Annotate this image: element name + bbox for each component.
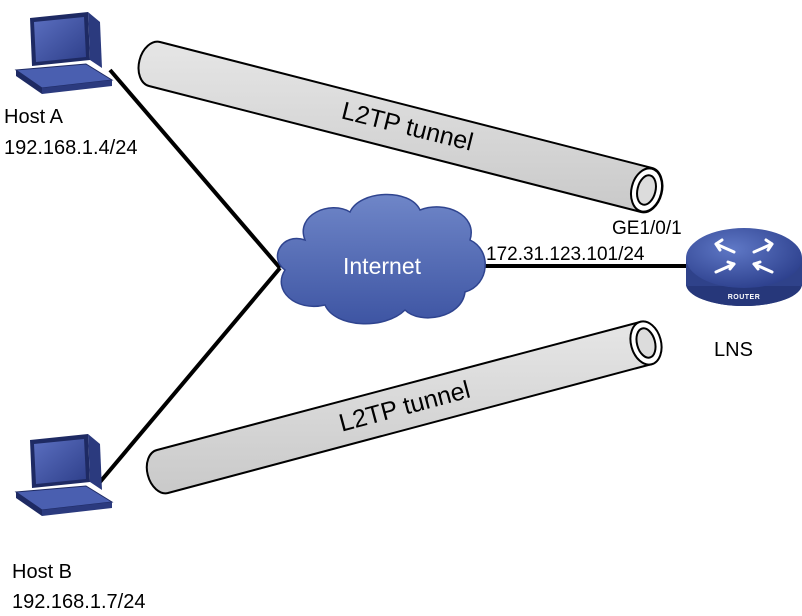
lns-ip-label: 172.31.123.101/24 bbox=[486, 244, 645, 265]
computer-icon bbox=[14, 12, 114, 94]
lns-router: ROUTER bbox=[686, 228, 802, 306]
links bbox=[98, 68, 690, 484]
internet-label: Internet bbox=[343, 253, 422, 279]
internet-cloud: Internet bbox=[276, 193, 486, 325]
host-a: Host A 192.168.1.4/24 bbox=[4, 12, 137, 159]
host-b-ip: 192.168.1.7/24 bbox=[12, 591, 145, 613]
router-device-text: ROUTER bbox=[728, 294, 761, 301]
host-a-ip: 192.168.1.4/24 bbox=[4, 137, 137, 159]
computer-icon bbox=[14, 434, 114, 516]
host-b-name: Host B bbox=[12, 561, 72, 583]
lns-interface-label: GE1/0/1 bbox=[612, 218, 682, 239]
link-host-a-internet bbox=[108, 68, 282, 270]
cloud-shape bbox=[276, 193, 486, 325]
lns-name-label: LNS bbox=[714, 339, 753, 361]
router-arrows-icon bbox=[714, 238, 774, 274]
host-a-name: Host A bbox=[4, 106, 64, 128]
link-host-b-internet bbox=[98, 266, 282, 484]
l2tp-tunnel-bottom: L2TP tunnel bbox=[145, 320, 663, 495]
host-b: Host B 192.168.1.7/24 bbox=[12, 434, 145, 613]
router-top bbox=[686, 228, 802, 288]
l2tp-tunnel-top: L2TP tunnel bbox=[137, 40, 664, 214]
